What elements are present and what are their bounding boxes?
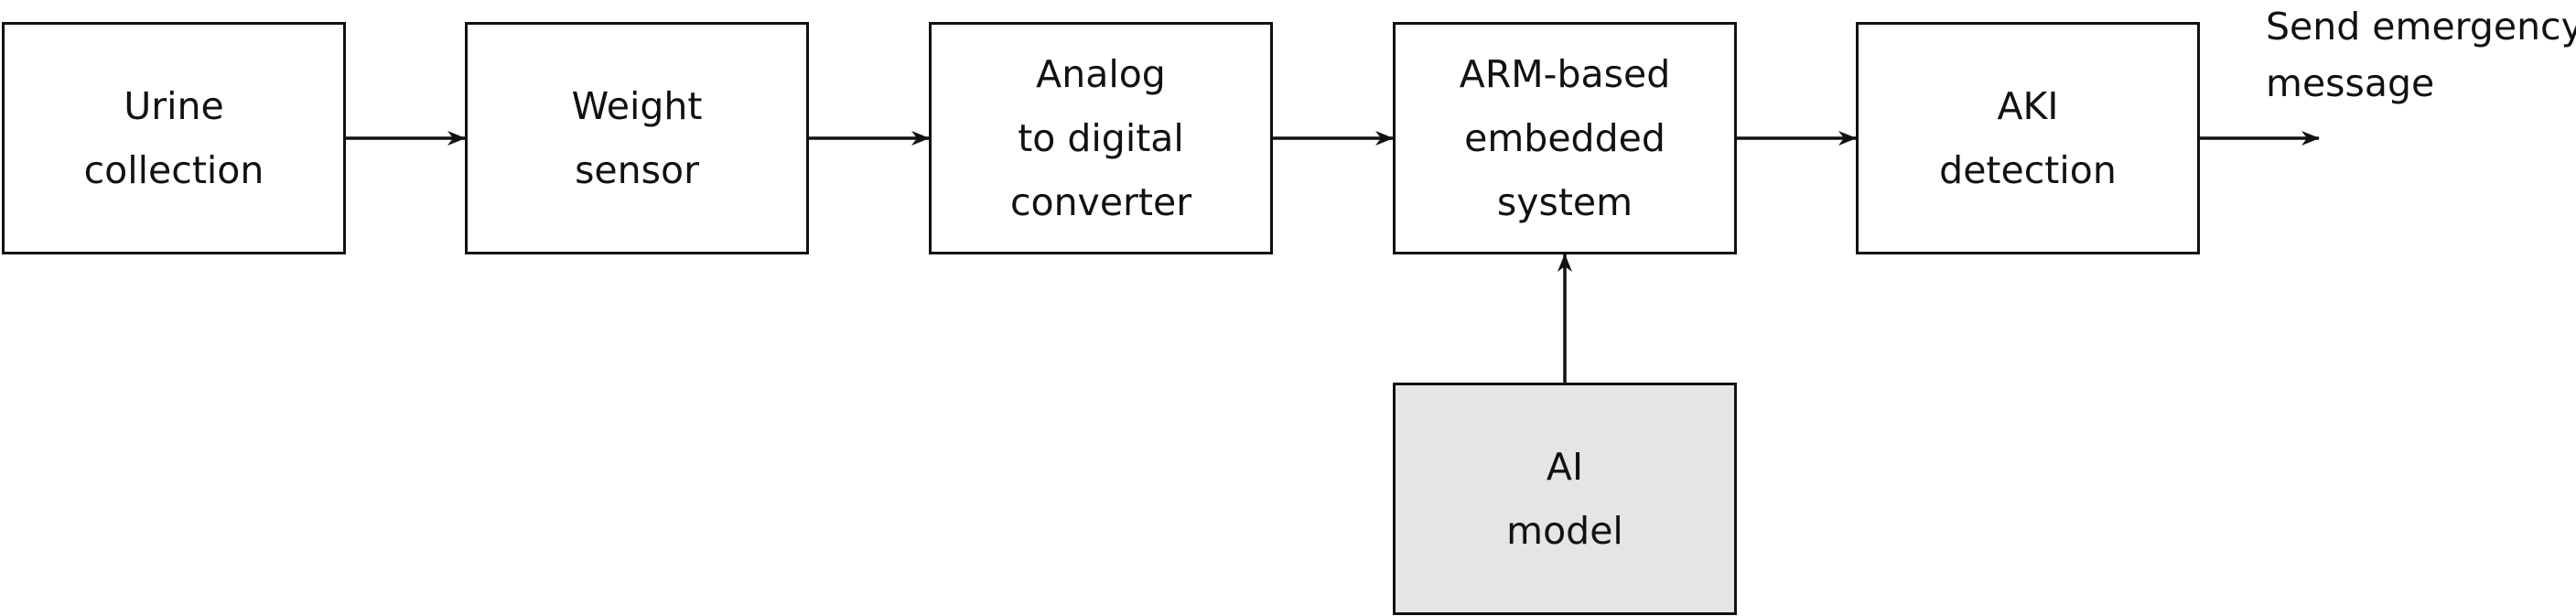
node-label-line: to digital	[1018, 116, 1184, 160]
node-label-line: Analog	[1036, 52, 1166, 96]
node-adc: Analog to digital converter	[929, 22, 1273, 254]
node-label-line: detection	[1939, 148, 2117, 192]
node-label: Weight sensor	[572, 74, 703, 202]
node-label-line: embedded	[1464, 116, 1665, 160]
node-label-line: Urine	[124, 84, 224, 128]
node-label: AKI detection	[1939, 74, 2117, 202]
output-label-send-emergency-message: Send emergency message	[2266, 0, 2576, 112]
node-aki-detection: AKI detection	[1856, 22, 2200, 254]
node-label: AI model	[1506, 435, 1623, 563]
node-label-line: AKI	[1997, 84, 2059, 128]
node-urine-collection: Urine collection	[2, 22, 346, 254]
node-label-line: Weight	[571, 84, 703, 128]
node-weight-sensor: Weight sensor	[465, 22, 809, 254]
node-label-line: collection	[83, 148, 264, 192]
output-label-line: message	[2266, 61, 2435, 105]
node-label-line: converter	[1009, 180, 1192, 224]
node-label: Urine collection	[84, 74, 264, 202]
node-label: Analog to digital converter	[1010, 42, 1191, 234]
node-label-line: model	[1506, 509, 1623, 553]
node-label-line: sensor	[575, 148, 699, 192]
node-label: ARM-based embedded system	[1460, 42, 1670, 234]
node-ai-model: AI model	[1393, 383, 1737, 615]
node-arm-system: ARM-based embedded system	[1393, 22, 1737, 254]
output-label-line: Send emergency	[2266, 5, 2576, 49]
node-label-line: ARM-based	[1459, 52, 1671, 96]
node-label-line: AI	[1546, 445, 1584, 489]
node-label-line: system	[1496, 180, 1633, 224]
